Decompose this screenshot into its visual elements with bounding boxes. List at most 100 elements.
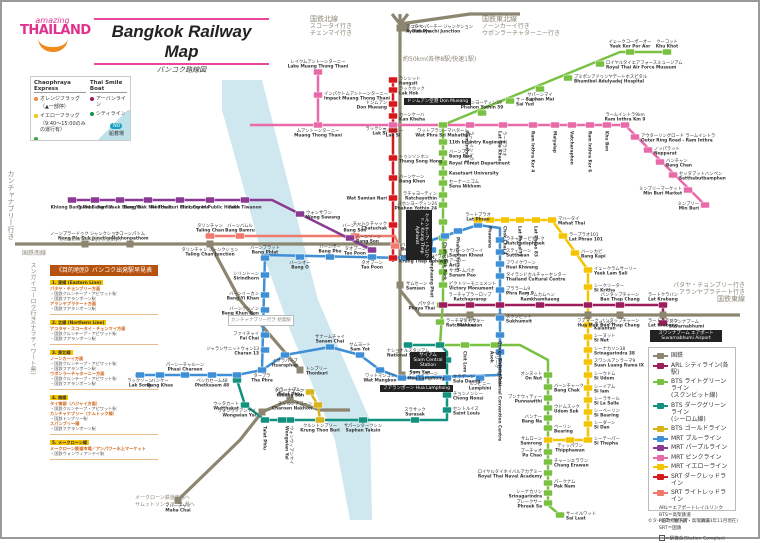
station-marker[interactable] <box>583 420 593 428</box>
station-marker[interactable] <box>277 416 287 424</box>
station-marker[interactable] <box>295 253 305 261</box>
station-marker[interactable] <box>567 121 577 129</box>
station-marker[interactable] <box>155 371 165 379</box>
station-marker[interactable] <box>616 311 624 319</box>
station-marker[interactable] <box>555 511 565 519</box>
station-marker[interactable] <box>528 121 538 129</box>
station-marker[interactable] <box>543 414 553 422</box>
station-marker[interactable] <box>442 374 452 382</box>
station-marker[interactable] <box>595 60 605 68</box>
station-marker[interactable] <box>205 232 215 240</box>
station-marker[interactable] <box>543 424 553 432</box>
station-marker[interactable] <box>180 371 190 379</box>
station-marker[interactable] <box>260 331 270 339</box>
station-marker[interactable] <box>438 149 448 157</box>
station-marker[interactable] <box>543 489 553 497</box>
station-marker[interactable] <box>583 396 593 404</box>
station-marker[interactable] <box>543 404 553 412</box>
station-marker[interactable] <box>438 179 448 187</box>
station-marker[interactable] <box>240 401 250 409</box>
station-marker[interactable] <box>583 371 593 379</box>
station-marker[interactable] <box>286 396 294 404</box>
station-marker[interactable] <box>397 374 407 382</box>
station-marker[interactable] <box>388 86 398 94</box>
station-marker[interactable] <box>143 196 153 204</box>
station-marker[interactable] <box>438 268 448 276</box>
station-marker[interactable] <box>174 496 182 504</box>
station-marker[interactable] <box>358 416 368 424</box>
station-marker[interactable] <box>206 240 214 248</box>
station-marker[interactable] <box>313 401 323 409</box>
station-marker[interactable] <box>438 159 448 167</box>
station-marker[interactable] <box>625 48 635 56</box>
station-marker[interactable] <box>438 281 448 289</box>
station-marker[interactable] <box>442 406 452 414</box>
station-marker[interactable] <box>388 100 398 108</box>
station-marker[interactable] <box>135 371 145 379</box>
station-marker[interactable] <box>466 311 474 319</box>
station-marker[interactable] <box>260 291 270 299</box>
station-marker[interactable] <box>543 448 553 456</box>
station-marker[interactable] <box>583 408 593 416</box>
station-marker[interactable] <box>90 196 100 204</box>
station-marker[interactable] <box>583 321 593 329</box>
station-marker[interactable] <box>438 138 448 146</box>
station-marker[interactable] <box>460 341 470 349</box>
station-marker[interactable] <box>643 146 653 154</box>
station-marker[interactable] <box>415 374 425 382</box>
station-marker[interactable] <box>325 343 335 351</box>
station-marker[interactable] <box>563 74 573 82</box>
station-marker[interactable] <box>403 341 413 349</box>
station-marker[interactable] <box>558 232 568 240</box>
station-marker[interactable] <box>435 341 445 349</box>
station-marker[interactable] <box>235 232 245 240</box>
station-marker[interactable] <box>232 371 242 379</box>
station-marker[interactable] <box>115 196 125 204</box>
station-marker[interactable] <box>531 216 541 224</box>
station-marker[interactable] <box>367 253 377 261</box>
station-marker[interactable] <box>388 76 398 84</box>
station-marker[interactable] <box>498 121 508 129</box>
station-marker[interactable] <box>495 260 505 268</box>
station-marker[interactable] <box>583 301 593 309</box>
station-marker[interactable] <box>367 246 377 254</box>
station-marker[interactable] <box>543 479 553 487</box>
station-marker[interactable] <box>485 216 495 224</box>
station-marker[interactable] <box>602 121 612 129</box>
station-marker[interactable] <box>260 306 270 314</box>
station-marker[interactable] <box>659 311 667 319</box>
station-marker[interactable] <box>453 227 463 235</box>
station-marker[interactable] <box>295 210 305 218</box>
station-marker[interactable] <box>550 121 560 129</box>
station-marker[interactable] <box>388 221 398 229</box>
station-marker[interactable] <box>442 391 452 399</box>
station-marker[interactable] <box>388 154 398 162</box>
station-marker[interactable] <box>583 358 593 366</box>
station-marker[interactable] <box>658 301 668 309</box>
station-marker[interactable] <box>668 171 678 179</box>
station-marker[interactable] <box>410 416 420 424</box>
station-marker[interactable] <box>388 254 398 262</box>
station-marker[interactable] <box>495 272 505 280</box>
station-marker[interactable] <box>500 216 510 224</box>
station-marker[interactable] <box>658 319 668 327</box>
station-marker[interactable] <box>535 85 545 93</box>
station-marker[interactable] <box>260 271 270 279</box>
station-marker[interactable] <box>584 311 592 319</box>
station-marker[interactable] <box>465 121 475 129</box>
station-marker[interactable] <box>547 216 557 224</box>
station-marker[interactable] <box>615 301 625 309</box>
station-marker[interactable] <box>388 174 398 182</box>
station-marker[interactable] <box>700 201 710 209</box>
station-marker[interactable] <box>355 351 365 359</box>
station-marker[interactable] <box>585 121 595 129</box>
station-marker[interactable] <box>205 196 215 204</box>
station-marker[interactable] <box>543 458 553 466</box>
station-marker[interactable] <box>258 408 266 416</box>
station-marker[interactable] <box>583 266 593 274</box>
station-marker[interactable] <box>475 374 485 382</box>
station-marker[interactable] <box>543 436 553 444</box>
station-marker[interactable] <box>396 281 404 289</box>
station-marker[interactable] <box>325 253 335 261</box>
station-marker[interactable] <box>505 97 515 105</box>
